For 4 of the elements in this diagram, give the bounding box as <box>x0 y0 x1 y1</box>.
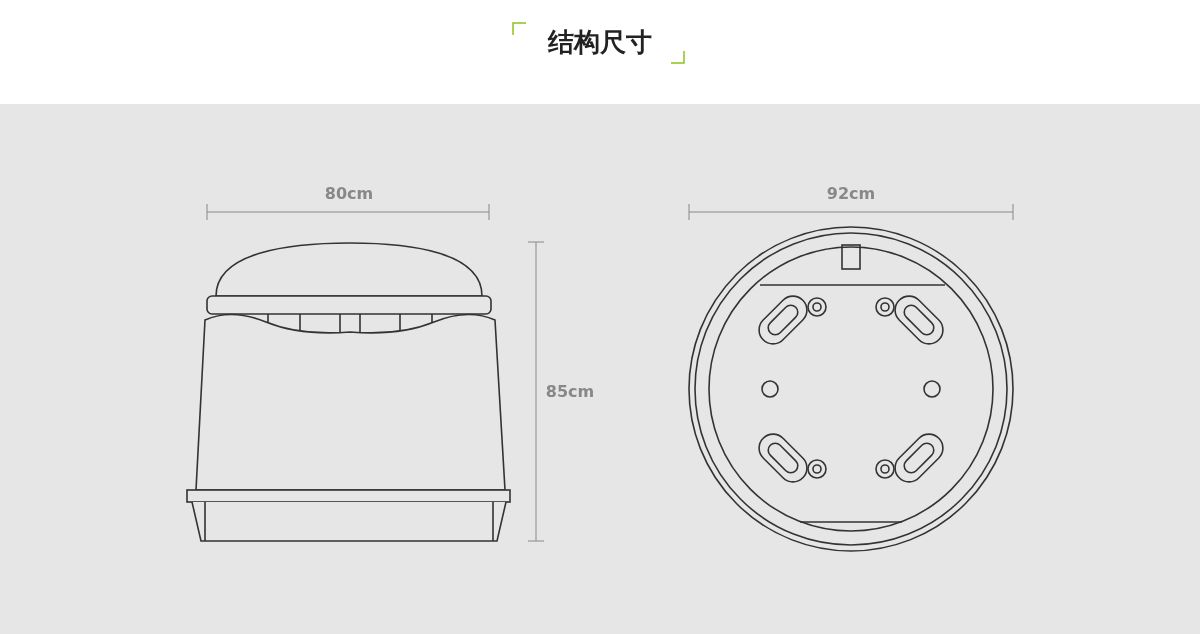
dimension-label: 80cm <box>324 183 374 203</box>
dimension-label: 85cm <box>545 381 595 401</box>
page-title: 结构尺寸 <box>548 25 652 59</box>
dimension-label: 92cm <box>826 183 876 203</box>
